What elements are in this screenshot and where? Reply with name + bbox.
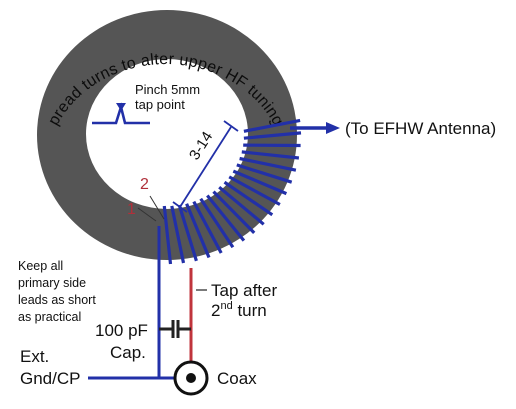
winding-turn <box>243 131 302 140</box>
tap-label-line1: Tap after <box>211 281 277 300</box>
turn-number-2: 2 <box>140 176 149 193</box>
turn-pointers <box>137 195 165 222</box>
winding-turn <box>243 118 301 133</box>
winding-turn <box>218 185 265 226</box>
winding-turn <box>236 163 293 184</box>
coil-windings <box>162 118 302 265</box>
winding-turn <box>239 156 297 172</box>
keep-label-line3: leads as short <box>18 293 96 307</box>
tap-label-sup: nd <box>220 300 232 312</box>
primary-leads <box>88 226 207 380</box>
cap-label-line2: Cap. <box>110 343 146 362</box>
coax-connector-icon <box>173 360 209 396</box>
keep-label-line2: primary side <box>18 276 86 290</box>
winding-turn <box>170 205 186 264</box>
ground-label-line2: Gnd/CP <box>20 369 80 388</box>
pinch-label-line1: Pinch 5mm <box>135 82 200 97</box>
winding-turn <box>185 203 211 259</box>
winding-turn <box>232 169 288 196</box>
turn-number-1: 1 <box>127 201 136 218</box>
tap-label-num: 2 <box>211 301 220 320</box>
cap-label-line1: 100 pF <box>95 321 148 340</box>
winding-turn <box>223 180 274 217</box>
winding-turn <box>241 150 300 160</box>
winding-turn <box>212 190 256 235</box>
coax-label: Coax <box>217 369 257 388</box>
winding-turn <box>162 205 173 265</box>
turns-span-arrow <box>172 120 239 213</box>
tap-label-line2: 2nd turn <box>211 300 267 320</box>
keep-label-line4: as practical <box>18 310 81 324</box>
ground-label-line1: Ext. <box>20 347 49 366</box>
antenna-lead <box>290 122 340 134</box>
tap-label-rest: turn <box>233 301 267 320</box>
winding-turn <box>192 200 223 254</box>
pinch-label-line2: tap point <box>135 97 185 112</box>
antenna-label: (To EFHW Antenna) <box>345 119 496 138</box>
capacitor-symbol <box>159 320 191 338</box>
keep-label-line1: Keep all <box>18 259 63 273</box>
winding-turn <box>228 175 281 206</box>
winding-turn <box>199 197 235 249</box>
pinch-tap-icon <box>116 103 126 111</box>
winding-turn <box>206 194 246 242</box>
winding-turn <box>177 204 198 262</box>
